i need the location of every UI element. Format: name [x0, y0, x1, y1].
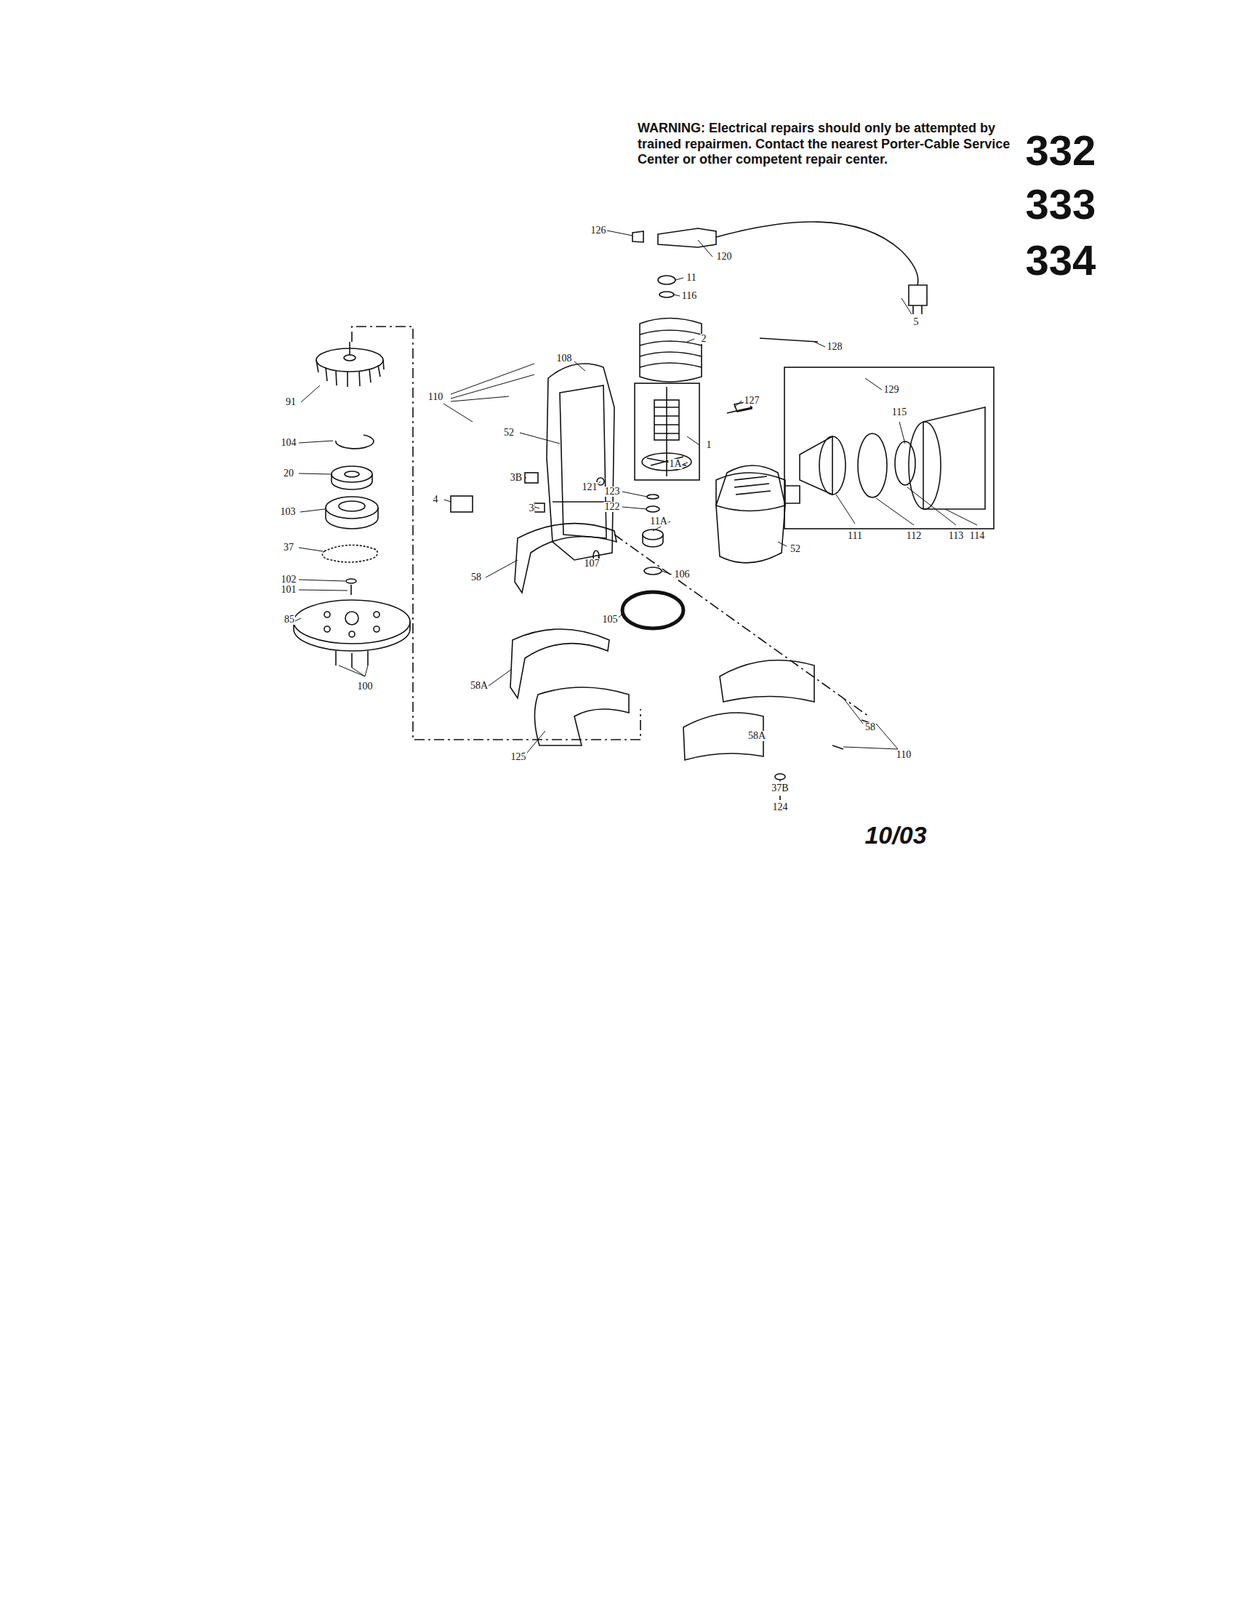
callout-number: 126 [590, 225, 608, 236]
shroud [514, 523, 617, 593]
belt [322, 544, 378, 562]
sanding-pad [293, 599, 411, 651]
callout-number: 100 [356, 681, 374, 692]
callout-number: 4 [432, 494, 440, 505]
callout-number: 129 [883, 384, 901, 395]
switch [450, 495, 473, 512]
canister-box [784, 367, 994, 529]
o-ring [622, 591, 684, 629]
callout-number: 127 [743, 395, 761, 406]
callout-number: 3 [528, 503, 536, 514]
callout-number: 91 [284, 396, 297, 408]
bearing [331, 466, 373, 490]
power-cord [632, 221, 927, 315]
callout-number: 114 [969, 530, 986, 541]
callout-number: 116 [681, 290, 698, 301]
callout-number: 121 [581, 482, 599, 493]
warning-note: WARNING: Electrical repairs should only … [637, 120, 1031, 168]
callout-number: 20 [282, 468, 295, 479]
callout-number: 58 [470, 572, 483, 583]
callout-number: 106 [673, 569, 691, 580]
shroud [719, 660, 815, 702]
callout-number: 1A [668, 458, 682, 469]
seal [534, 687, 629, 746]
bearing-housing [325, 496, 379, 529]
callout-number: 122 [604, 501, 621, 512]
assembly-line [351, 326, 641, 740]
revision-date: 10/03 [864, 822, 927, 847]
leader-lines [293, 230, 978, 800]
callout-number: 5 [913, 316, 920, 328]
cable-tie [759, 338, 818, 342]
callout-number: 2 [700, 333, 708, 344]
callout-number: 1 [705, 439, 713, 451]
callout-number: 37 [282, 542, 295, 553]
callout-number: 104 [280, 437, 298, 448]
housing-right [716, 465, 800, 563]
callout-number: 58A [747, 730, 767, 741]
callout-number: 85 [283, 614, 296, 625]
washer [346, 578, 357, 584]
dust-canister [799, 407, 986, 509]
callout-number: 11A [649, 516, 669, 527]
fan-pad [316, 341, 384, 387]
callout-number: 3B [509, 472, 523, 483]
callout-number: 52 [503, 427, 515, 438]
retaining-ring [335, 434, 374, 449]
callout-number: 105 [601, 614, 619, 625]
model-number: 334 [1025, 239, 1097, 282]
callout-number: 58A [469, 680, 489, 691]
screws [335, 650, 368, 668]
callout-number: 120 [716, 251, 733, 262]
field [639, 318, 702, 383]
armature-box [634, 383, 700, 480]
callout-number: 110 [895, 749, 912, 760]
callout-number: 125 [510, 751, 528, 762]
screw [350, 584, 352, 595]
callout-number: 112 [905, 530, 922, 541]
callout-number: 37B [770, 782, 789, 794]
brush [524, 472, 538, 483]
callout-number: 11 [685, 272, 697, 283]
callout-number: 103 [279, 506, 297, 517]
armature [641, 386, 692, 477]
callout-number: 111 [846, 530, 863, 541]
model-number: 333 [1025, 183, 1097, 226]
callout-number: 124 [772, 801, 789, 813]
callout-number: 113 [948, 530, 965, 541]
callout-number: 128 [826, 341, 844, 352]
callout-number: 107 [583, 558, 601, 569]
callout-number: 110 [427, 391, 444, 403]
callout-number: 102 [280, 574, 298, 585]
model-number: 332 [1025, 129, 1097, 172]
callout-number: 123 [604, 486, 621, 497]
callout-number: 108 [556, 353, 573, 364]
callout-number: 101 [280, 584, 298, 595]
callout-number: 52 [789, 543, 802, 554]
housing-left [546, 363, 615, 560]
callout-number: 58 [864, 721, 877, 733]
callout-number: 115 [891, 407, 908, 418]
